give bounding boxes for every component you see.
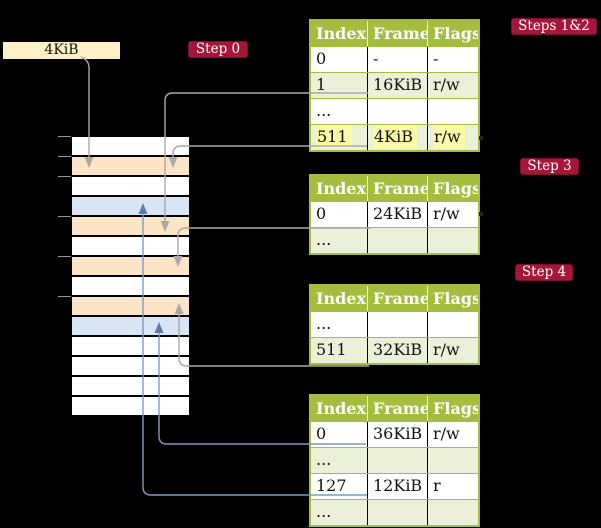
cell-frame bbox=[367, 228, 427, 253]
memory-boundary-tick bbox=[58, 176, 71, 177]
table-header-row: Index Frame Flags bbox=[311, 286, 478, 311]
col-header-frame: Frame bbox=[367, 176, 427, 201]
table-row: 0 - - bbox=[311, 46, 478, 72]
memory-boundary-tick bbox=[58, 256, 71, 257]
highlighted-value: 511 bbox=[316, 125, 352, 148]
table-row: 511 32KiB r/w bbox=[311, 337, 478, 363]
cell-index: 127 bbox=[316, 476, 347, 495]
cell-flags: - bbox=[427, 47, 478, 72]
memory-frame-row-9-blue bbox=[72, 317, 189, 335]
cell-index: ... bbox=[316, 101, 332, 120]
cell-flags: r/w bbox=[427, 125, 478, 150]
col-header-index: Index bbox=[316, 399, 367, 418]
memory-frame-row-11-white bbox=[72, 357, 189, 375]
cell-index: 0 bbox=[316, 49, 327, 68]
highlighted-value: 4KiB bbox=[373, 125, 418, 148]
cell-flags: r bbox=[427, 474, 478, 499]
memory-boundary-tick bbox=[58, 156, 71, 157]
page-table-step-3: Index Frame Flags 0 24KiB r/w ... bbox=[309, 174, 480, 255]
table-row: 1 16KiB r/w bbox=[311, 72, 478, 98]
cell-flags: r/w bbox=[427, 422, 478, 447]
col-header-frame: Frame bbox=[367, 396, 427, 421]
cell-flags bbox=[427, 99, 478, 124]
memory-boundary-tick bbox=[58, 296, 71, 297]
highlighted-value: r/w bbox=[433, 125, 465, 148]
badge-step-3: Step 3 bbox=[520, 158, 579, 175]
memory-frame-row-5-white bbox=[72, 237, 189, 255]
table-row: ... bbox=[311, 447, 478, 473]
table-header-row: Index Frame Flags bbox=[311, 396, 478, 421]
badge-step-0: Step 0 bbox=[188, 41, 248, 58]
cell-index: 511 bbox=[316, 340, 347, 359]
cell-frame: - bbox=[367, 47, 427, 72]
memory-frame-row-4-orange bbox=[72, 217, 189, 235]
col-header-flags: Flags bbox=[427, 396, 478, 421]
badge-steps-1-2: Steps 1&2 bbox=[511, 18, 597, 35]
col-header-index: Index bbox=[316, 179, 367, 198]
table-row: ... bbox=[311, 227, 478, 253]
cell-frame: 4KiB bbox=[367, 125, 427, 150]
cell-frame bbox=[367, 500, 427, 525]
col-header-index: Index bbox=[316, 289, 367, 308]
badge-step-4: Step 4 bbox=[515, 264, 573, 281]
page-table-steps-1-2: Index Frame Flags 0 - - 1 16KiB r/w ... … bbox=[309, 19, 480, 152]
memory-frame-row-0-white bbox=[72, 137, 189, 155]
cell-flags bbox=[427, 500, 478, 525]
cell-frame bbox=[367, 448, 427, 473]
memory-frame-row-7-white bbox=[72, 277, 189, 295]
memory-frame-row-13-white bbox=[72, 397, 189, 415]
cell-frame: 32KiB bbox=[367, 338, 427, 363]
table-header-row: Index Frame Flags bbox=[311, 176, 478, 201]
col-header-flags: Flags bbox=[427, 286, 478, 311]
cell-index: 0 bbox=[316, 204, 327, 223]
cell-index: ... bbox=[316, 230, 332, 249]
memory-frame-row-12-white bbox=[72, 377, 189, 395]
cell-flags: r/w bbox=[427, 73, 478, 98]
memory-frame-row-8-orange bbox=[72, 297, 189, 315]
cell-frame: 24KiB bbox=[367, 202, 427, 227]
cell-frame: 16KiB bbox=[367, 73, 427, 98]
col-header-flags: Flags bbox=[427, 176, 478, 201]
col-header-index: Index bbox=[316, 24, 367, 43]
cell-index: ... bbox=[316, 314, 332, 333]
col-header-frame: Frame bbox=[367, 286, 427, 311]
frame-size-label: 4KiB bbox=[3, 42, 120, 59]
memory-frame-row-2-white bbox=[72, 177, 189, 195]
cell-frame: 12KiB bbox=[367, 474, 427, 499]
table-row: ... bbox=[311, 499, 478, 525]
page-table-step-4-upper: Index Frame Flags ... 511 32KiB r/w bbox=[309, 284, 480, 365]
page-table-step-4-lower: Index Frame Flags 0 36KiB r/w ... 127 12… bbox=[309, 394, 480, 527]
table-row: 127 12KiB r bbox=[311, 473, 478, 499]
cell-flags bbox=[427, 448, 478, 473]
memory-frame-row-1-orange bbox=[72, 157, 189, 175]
cell-frame bbox=[367, 99, 427, 124]
table-row-highlighted: 511 4KiB r/w bbox=[311, 124, 478, 150]
col-header-flags: Flags bbox=[427, 21, 478, 46]
table-header-row: Index Frame Flags bbox=[311, 21, 478, 46]
memory-boundary-tick bbox=[58, 216, 71, 217]
cell-frame: 36KiB bbox=[367, 422, 427, 447]
cell-index: 511 bbox=[311, 125, 367, 150]
cell-index: ... bbox=[316, 502, 332, 521]
cell-index: ... bbox=[316, 450, 332, 469]
cell-flags bbox=[427, 312, 478, 337]
table-row: ... bbox=[311, 311, 478, 337]
cell-frame bbox=[367, 312, 427, 337]
cell-index: 0 bbox=[316, 424, 327, 443]
cell-index: 1 bbox=[316, 75, 327, 94]
cell-flags: r/w bbox=[427, 338, 478, 363]
memory-frame-row-3-blue bbox=[72, 197, 189, 215]
table-row: 0 36KiB r/w bbox=[311, 421, 478, 447]
col-header-frame: Frame bbox=[367, 21, 427, 46]
cell-flags: r/w bbox=[427, 202, 478, 227]
table-row: 0 24KiB r/w bbox=[311, 201, 478, 227]
cell-flags bbox=[427, 228, 478, 253]
table-row: ... bbox=[311, 98, 478, 124]
memory-frame-row-10-white bbox=[72, 337, 189, 355]
memory-frame-row-6-orange bbox=[72, 257, 189, 275]
memory-boundary-tick bbox=[58, 136, 71, 137]
